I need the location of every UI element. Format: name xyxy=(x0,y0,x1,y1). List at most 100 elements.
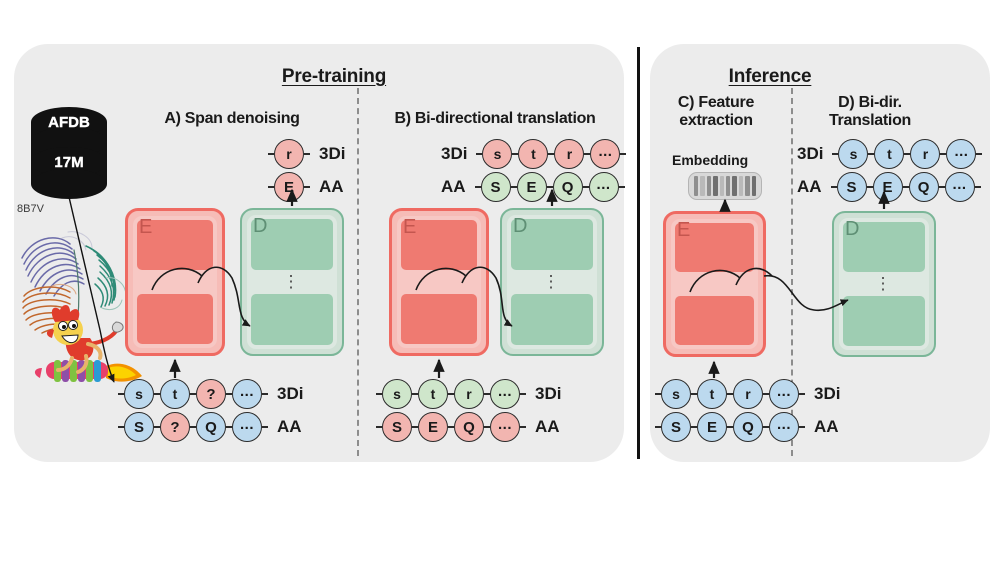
vertical-ellipsis: ⋮ xyxy=(282,271,302,291)
token-link xyxy=(548,153,555,155)
token[interactable]: t xyxy=(874,139,905,169)
token-link xyxy=(118,393,124,395)
token[interactable]: t xyxy=(418,379,448,409)
panel-a-input-3di-chain: s t ? ... 3Di xyxy=(118,379,303,409)
decoder-layer-bottom xyxy=(843,296,925,346)
token[interactable]: t xyxy=(518,139,549,169)
token[interactable]: Q xyxy=(552,172,583,202)
row-label-3di: 3Di xyxy=(797,144,824,163)
token-ellipsis[interactable]: ... xyxy=(232,379,262,409)
panel-a-output-3di-chain: r 3Di xyxy=(268,139,345,169)
token-link xyxy=(304,186,310,188)
token-link xyxy=(655,426,661,428)
decoder-layers: ⋮ xyxy=(247,215,337,349)
afdb-database-icon: AFDB 17M xyxy=(31,107,107,199)
token-link xyxy=(868,153,875,155)
encoder-layer-gap xyxy=(401,270,477,294)
token-link xyxy=(226,393,232,395)
token[interactable]: t xyxy=(160,379,190,409)
token-ellipsis[interactable]: ... xyxy=(490,379,520,409)
token-link xyxy=(902,186,909,188)
panel-d-output-3di-chain: 3Di s t r ... xyxy=(797,139,983,169)
row-label-aa: AA xyxy=(535,417,560,436)
embedding-bar xyxy=(713,176,718,196)
token-link xyxy=(520,393,526,395)
panel-a-encoder-block: E xyxy=(125,208,225,356)
token[interactable]: s xyxy=(482,139,513,169)
token-link xyxy=(226,426,232,428)
divider-panel-a-b xyxy=(357,88,359,456)
token-link xyxy=(618,186,625,188)
token-link xyxy=(376,393,382,395)
token[interactable]: r xyxy=(554,139,585,169)
token-masked[interactable]: ? xyxy=(196,379,226,409)
token-link xyxy=(830,186,837,188)
token-link xyxy=(691,426,697,428)
token[interactable]: s xyxy=(382,379,412,409)
token-link xyxy=(763,393,769,395)
token[interactable]: r xyxy=(733,379,763,409)
panel-c-input-3di-chain: s t r ... 3Di xyxy=(655,379,840,409)
token[interactable]: S xyxy=(124,412,154,442)
token-ellipsis[interactable]: ... xyxy=(590,139,621,169)
token[interactable]: S xyxy=(661,412,691,442)
token[interactable]: E xyxy=(418,412,448,442)
decoder-layers: ⋮ xyxy=(839,218,929,350)
token[interactable]: S xyxy=(382,412,412,442)
token-link xyxy=(799,426,805,428)
panel-d-decoder-block: D ⋮ xyxy=(832,211,936,357)
token[interactable]: s xyxy=(838,139,869,169)
token-ellipsis[interactable]: ... xyxy=(944,172,975,202)
decoder-layer-gap: ⋮ xyxy=(843,272,925,296)
token[interactable]: Q xyxy=(454,412,484,442)
panel-a-output-aa-chain: E AA xyxy=(268,172,344,202)
token-link xyxy=(484,393,490,395)
token[interactable]: Q xyxy=(196,412,226,442)
token-link xyxy=(940,153,947,155)
database-name-label: AFDB xyxy=(48,114,90,131)
token[interactable]: E xyxy=(697,412,727,442)
token-ellipsis[interactable]: ... xyxy=(490,412,520,442)
token-link xyxy=(268,153,274,155)
token[interactable]: Q xyxy=(733,412,763,442)
panel-a-input-aa-chain: S ? Q ... AA xyxy=(118,412,302,442)
token-link xyxy=(154,393,160,395)
vertical-ellipsis: ⋮ xyxy=(542,271,562,291)
token-link xyxy=(763,426,769,428)
database-count-label: 17M xyxy=(54,154,84,171)
token[interactable]: Q xyxy=(908,172,939,202)
token[interactable]: s xyxy=(661,379,691,409)
token-link xyxy=(655,393,661,395)
token[interactable]: t xyxy=(697,379,727,409)
encoder-layer-bottom xyxy=(401,294,477,344)
token-ellipsis[interactable]: ... xyxy=(769,412,799,442)
token-masked[interactable]: ? xyxy=(160,412,190,442)
token[interactable]: E xyxy=(872,172,903,202)
decoder-layer-top xyxy=(511,219,593,270)
token-link xyxy=(510,186,517,188)
token-ellipsis[interactable]: ... xyxy=(946,139,977,169)
encoder-label: E xyxy=(139,216,153,238)
token[interactable]: s xyxy=(124,379,154,409)
token[interactable]: S xyxy=(480,172,511,202)
token-ellipsis[interactable]: ... xyxy=(232,412,262,442)
token[interactable]: E xyxy=(274,172,304,202)
token[interactable]: E xyxy=(516,172,547,202)
token-link xyxy=(484,426,490,428)
token[interactable]: S xyxy=(836,172,867,202)
token-ellipsis[interactable]: ... xyxy=(769,379,799,409)
panel-title-c: C) Feature extraction xyxy=(677,94,755,130)
token-link xyxy=(118,426,124,428)
panel-title-b: B) Bi-directional translation xyxy=(394,110,596,127)
token[interactable]: r xyxy=(910,139,941,169)
structure-id-label: 8B7V xyxy=(17,203,44,215)
token-ellipsis[interactable]: ... xyxy=(588,172,619,202)
token-link xyxy=(448,393,454,395)
encoder-layer-top xyxy=(137,220,213,270)
embedding-bar xyxy=(700,176,705,196)
token-link xyxy=(376,426,382,428)
token-link xyxy=(268,186,274,188)
token[interactable]: r xyxy=(274,139,304,169)
encoder-layers xyxy=(671,219,758,349)
token[interactable]: r xyxy=(454,379,484,409)
